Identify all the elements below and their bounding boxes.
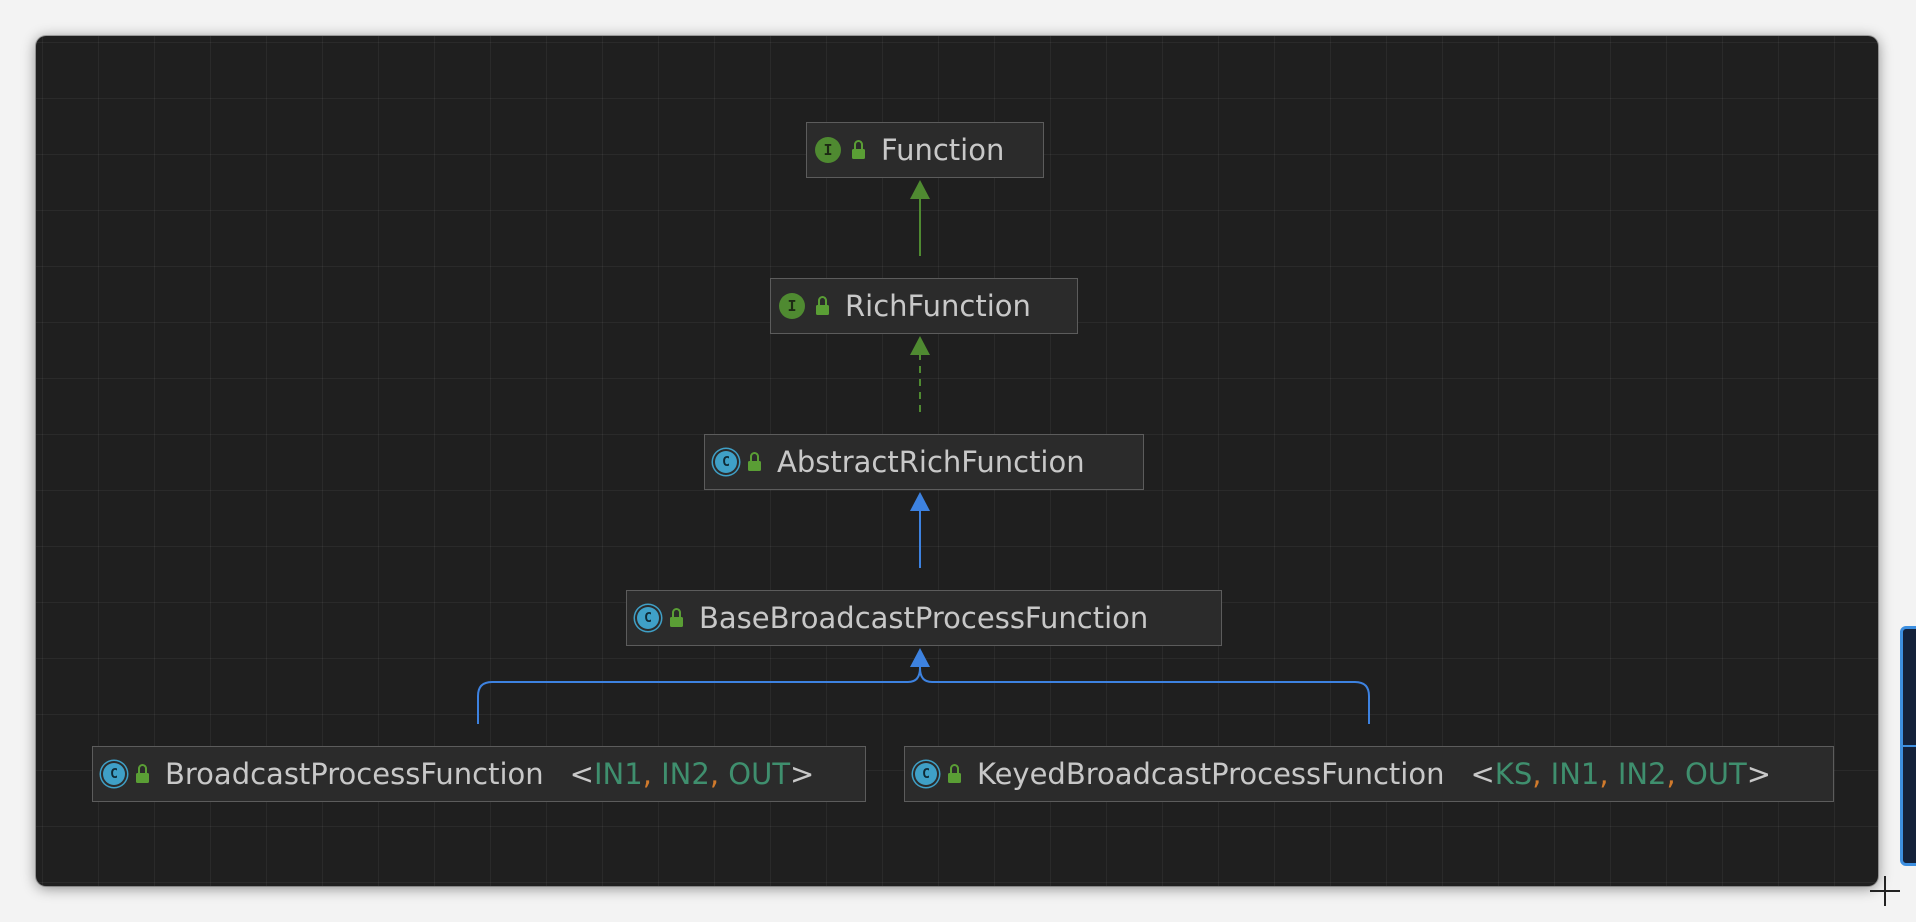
- node-label: BroadcastProcessFunction: [165, 757, 544, 791]
- type-parameters: <KS, IN1, IN2, OUT>: [1470, 757, 1771, 791]
- abstract-class-icon: C: [637, 607, 659, 629]
- node-label: KeyedBroadcastProcessFunction: [977, 757, 1445, 791]
- edge-layer: [477, 180, 1370, 724]
- edge-keyedbroadcast-to-basebroadcast: [919, 650, 1370, 724]
- type-param: IN1: [593, 757, 643, 791]
- type-param: KS: [1494, 757, 1533, 791]
- abstract-class-icon: C: [715, 451, 737, 473]
- type-separator: ,: [642, 757, 662, 791]
- interface-icon: I: [779, 293, 805, 319]
- node-keyedbroadcastprocessfunction[interactable]: C KeyedBroadcastProcessFunction <KS, IN1…: [904, 746, 1834, 802]
- unlocked-padlock-icon: [849, 139, 867, 161]
- type-param: OUT: [728, 757, 791, 791]
- type-close: >: [1746, 757, 1772, 791]
- node-function[interactable]: I Function: [806, 122, 1044, 178]
- type-separator: ,: [1532, 757, 1551, 791]
- resize-crosshair-cursor: [1870, 876, 1900, 906]
- interface-icon: I: [815, 137, 841, 163]
- node-broadcastprocessfunction[interactable]: C BroadcastProcessFunction <IN1, IN2, OU…: [92, 746, 866, 802]
- type-parameters: <IN1, IN2, OUT>: [570, 757, 815, 791]
- unlocked-padlock-icon: [945, 763, 963, 785]
- diagram-canvas[interactable]: I Function I RichFunction C AbstractRich…: [36, 36, 1878, 886]
- type-param: IN1: [1550, 757, 1600, 791]
- unlocked-padlock-icon: [813, 295, 831, 317]
- node-basebroadcastprocessfunction[interactable]: C BaseBroadcastProcessFunction: [626, 590, 1222, 646]
- type-param: IN2: [1617, 757, 1667, 791]
- abstract-class-icon: C: [915, 763, 937, 785]
- unlocked-padlock-icon: [667, 607, 685, 629]
- type-param: OUT: [1684, 757, 1747, 791]
- type-open: <: [1470, 757, 1495, 791]
- node-label: Function: [881, 133, 1005, 167]
- arrowhead-function: [910, 180, 930, 199]
- node-label: BaseBroadcastProcessFunction: [699, 601, 1149, 635]
- node-abstractrichfunction[interactable]: C AbstractRichFunction: [704, 434, 1144, 490]
- side-panel-edge[interactable]: [1900, 626, 1916, 866]
- node-richfunction[interactable]: I RichFunction: [770, 278, 1078, 334]
- type-param: IN2: [661, 757, 710, 791]
- edge-broadcast-to-basebroadcast: [477, 650, 921, 724]
- unlocked-padlock-icon: [745, 451, 763, 473]
- type-separator: ,: [1599, 757, 1618, 791]
- type-open: <: [569, 757, 594, 791]
- type-separator: ,: [709, 757, 729, 791]
- node-label: RichFunction: [845, 289, 1031, 323]
- node-label: AbstractRichFunction: [777, 445, 1085, 479]
- arrowhead-abstractrichfunction: [910, 492, 930, 511]
- abstract-class-icon: C: [103, 763, 125, 785]
- unlocked-padlock-icon: [133, 763, 151, 785]
- arrowhead-basebroadcast: [910, 648, 930, 667]
- type-close: >: [790, 757, 815, 791]
- arrowhead-richfunction: [910, 336, 930, 355]
- type-separator: ,: [1666, 757, 1685, 791]
